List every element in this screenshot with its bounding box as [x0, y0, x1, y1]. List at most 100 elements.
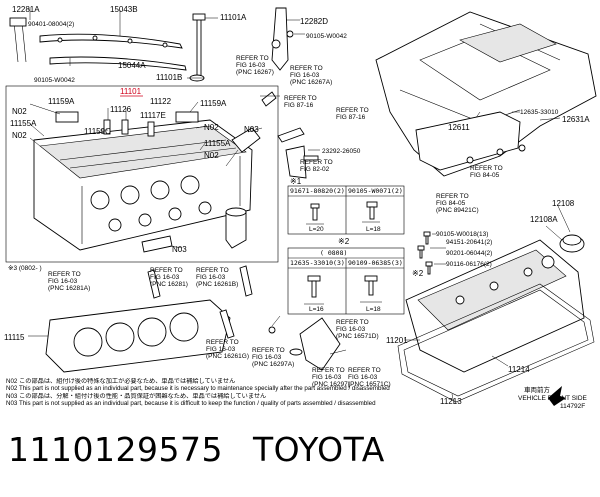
head-gasket-11115 [28, 299, 231, 373]
bolt-table-1-text: 91671-80820(2) 90105-W0071(2) L=20 L=18 [290, 187, 403, 233]
refer-to-line: REFER TO [150, 267, 183, 274]
vehicle-front-arrow-icon [548, 386, 566, 406]
refer-to-line: (PNC 16261B) [196, 281, 238, 288]
refer-to-line: FIG 16-03 [206, 346, 236, 353]
label-front-en: VEHICLE FRONT SIDE [518, 395, 588, 402]
cylinder-head-leaders [29, 101, 239, 249]
bolt-table-2-header-1: 12635-33010(3) [290, 259, 345, 267]
refer-to-line: (PNC 16297) [312, 381, 350, 388]
label-12611: 12611 [448, 123, 470, 132]
refer-to-line: REFER TO [252, 347, 285, 354]
refer-to-line: (PNC 89421C) [436, 207, 479, 214]
label-90105-w0018: 90105-W0018(13) [436, 231, 488, 238]
label-11115: 11115 [4, 333, 25, 342]
bolt-table-2-header-top: ( 0808) [320, 249, 347, 257]
label-90105-w0042-right: 90105-W0042 [306, 33, 347, 40]
brand-name: TOYOTA [252, 430, 385, 469]
label-90401: 90401-08004(2) [28, 21, 74, 28]
footnote-n03-jp: N03 この部品は、分解・組付け後の性能・品質保証が困難なため、単品では補給して… [6, 392, 267, 400]
cover-gasket-11213 [397, 283, 595, 405]
footnote-n02-en: N02 This part is not supplied as an indi… [6, 385, 390, 393]
label-12108: 12108 [552, 199, 575, 208]
refer-to-line: REFER TO [336, 319, 369, 326]
bolt-table-1-dim-1: L=20 [309, 226, 324, 233]
label-12282D: 12282D [300, 17, 328, 26]
cover-bolts [417, 231, 446, 275]
label-n02-b: N02 [204, 123, 219, 132]
footnotes: N02 この部品は、組付け後の特殊な加工が必要なため、単品では補給していません … [6, 378, 566, 408]
refer-to-line: FIG 87-16 [336, 114, 366, 121]
wire-harness-group [9, 8, 187, 71]
label-15043B: 15043B [110, 5, 138, 14]
refer-to-line: (PNC 16267A) [290, 79, 332, 86]
label-11101-selected[interactable]: 11101 [120, 87, 142, 96]
label-11155A-right: 11155A [204, 139, 231, 148]
label-11159A-left: 11159A [48, 97, 75, 106]
footnote-n03-en: N03 This part is not supplied as an indi… [6, 400, 376, 408]
cylinder-head-cover-11201 [404, 239, 585, 373]
refer-to-line: (PNC 16571D) [336, 333, 379, 340]
cylinder-head-frame [5, 85, 279, 263]
label-12108A: 12108A [530, 215, 558, 224]
label-90201: 90201-06044(2) [446, 250, 492, 257]
refer-to-line: FIG 16-03 [150, 274, 180, 281]
refer-to-line: REFER TO [236, 55, 269, 62]
label-15044A: 15044A [118, 61, 146, 70]
long-bolt-11101A [192, 13, 218, 79]
callout-labels: 12281A 15043B 11101A 12282D 90401-08004(… [4, 5, 590, 410]
refer-to-line: (PNC 16571C) [348, 381, 391, 388]
label-11159C: 11159C [84, 127, 111, 136]
diagram-code: 114792F [560, 403, 585, 410]
refer-to-line: REFER TO [48, 271, 81, 278]
refer-to-line: FIG 16-03 [336, 326, 366, 333]
bolt-table-1 [287, 185, 405, 235]
bolt-table-1-dim-2: L=18 [366, 226, 381, 233]
parts-diagram: 12281A 15043B 11101A 12282D 90401-08004(… [4, 5, 597, 410]
label-note-star3: ※3 (0802- ) [8, 265, 42, 272]
label-90116: 90116-06176(2) [446, 261, 492, 268]
label-23292: 23292-26050 [322, 148, 361, 155]
label-11214: 11214 [508, 365, 530, 374]
camshaft-caps [55, 111, 199, 137]
oil-filler-cap-12108 [545, 205, 585, 253]
cover-bracket-12631A [415, 111, 561, 171]
refer-to-line: FIG 16-03 [290, 72, 320, 79]
label-front-jp: 車両前方 [524, 385, 551, 394]
label-star1: ※1 [290, 177, 302, 186]
label-11117E: 11117E [140, 111, 166, 120]
cylinder-head-11101 [33, 119, 253, 251]
bolt-table-2-dim-1: L=16 [309, 306, 324, 313]
refer-to-line: REFER TO [348, 367, 381, 374]
refer-to-line: (PNC 16281A) [48, 285, 90, 292]
refer-to-line: FIG 16-03 [48, 278, 78, 285]
bolt-table-2-text: ※2 ( 0808) 12635-33010(3) 90109-06385(3)… [290, 237, 403, 313]
refer-to-line: FIG 84-05 [470, 172, 500, 179]
label-n03-a: N03 [244, 125, 259, 134]
label-11159A-right: 11159A [200, 99, 227, 108]
bolt-table-2-dim-2: L=18 [366, 306, 381, 313]
label-11126: 11126 [110, 105, 132, 114]
label-11213: 11213 [440, 397, 462, 406]
refer-to-line: FIG 87-16 [284, 102, 314, 109]
label-90105-w0042-left: 90105-W0042 [34, 77, 75, 84]
refer-to-line: FIG 16-03 [236, 62, 266, 69]
label-94151: 94151-20641(2) [446, 239, 492, 246]
refer-to-line: FIG 16-03 [312, 374, 342, 381]
footnote-n02-jp: N02 この部品は、組付け後の特殊な加工が必要なため、単品では補給していません [6, 378, 236, 385]
